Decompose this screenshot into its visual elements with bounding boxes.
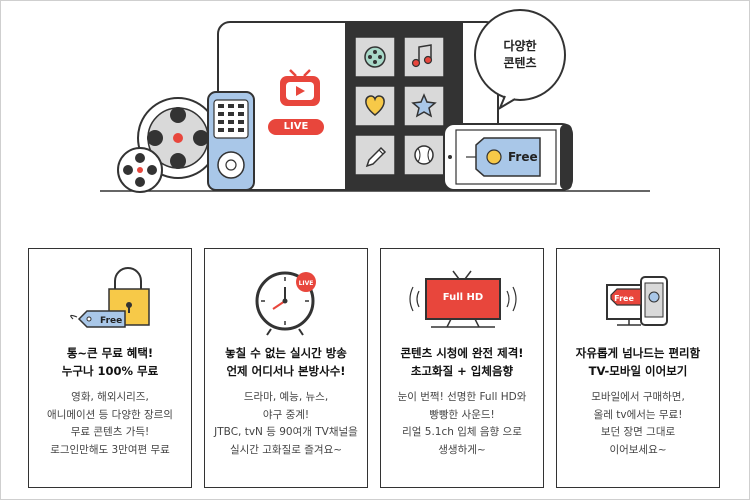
card-title-line: 누구나 100% 무료 [61,364,159,378]
feature-card-continue: Free 자유롭게 넘나드는 편리함 TV-모바일 이어보기 모바일에서 구매하… [556,248,720,488]
card-description: 눈이 번쩍! 선명한 Full HD와 빵빵한 사운드! 리얼 5.1ch 입체… [381,389,543,459]
card-desc-line: 애니메이션 등 다양한 장르의 [47,408,173,421]
card-title-line: 초고화질 + 입체음향 [410,364,514,378]
heart-icon [365,95,385,116]
card-title-line: 통~큰 무료 혜택! [66,346,154,360]
remote-control-icon [207,91,255,191]
tv-mobile-illustration: Free [606,276,668,326]
content-tiles [354,36,445,176]
card-desc-line: 올레 tv에서는 무료! [593,408,683,421]
bubble-line-1: 다양한 [503,39,537,53]
feature-card-free: Free 통~큰 무료 혜택! 누구나 100% 무료 영화, 해외시리즈, 애… [28,248,192,488]
card-desc-line: 드라마, 예능, 뉴스, [243,391,329,403]
tv-screen-icon [425,278,501,320]
card-title-line: 자유롭게 넘나드는 편리함 [575,346,701,360]
card-desc-line: 보던 장면 그대로 [600,426,676,438]
card4-free-text: Free [614,294,634,303]
card-title: 놓칠 수 없는 실시간 방송 언제 어디서나 본방사수! [205,344,367,380]
card-title: 통~큰 무료 혜택! 누구나 100% 무료 [29,344,191,380]
card-desc-line: 로그인만해도 3만여편 무료 [50,443,170,456]
card2-live-text: LIVE [299,280,314,287]
free-lock-illustration: Free [70,267,150,328]
card-desc-line: 야구 중계! [262,408,310,421]
bubble-text: 다양한 콘텐츠 [485,38,555,72]
card-desc-line: JTBC, tvN 등 90여개 TV채널을 [214,426,358,438]
card-description: 영화, 해외시리즈, 애니메이션 등 다양한 장르의 무료 콘텐츠 가득! 로그… [29,389,191,459]
live-tv-logo [268,69,324,135]
card-description: 모바일에서 구매하면, 올레 tv에서는 무료! 보던 장면 그대로 이어보세요… [557,389,719,459]
hero-svg [100,9,650,193]
tile-heart[interactable] [354,85,396,127]
bubble-line-2: 콘텐츠 [503,56,537,70]
card-desc-line: 이어보세요~ [609,443,667,456]
music-note-icon [411,44,433,68]
free-tag-icon [77,310,126,328]
card-desc-line: 빵빵한 사운드! [429,408,495,421]
tile-music[interactable] [403,36,445,78]
smartphone-icon [443,123,573,191]
feature-card-live: LIVE 놓칠 수 없는 실시간 방송 언제 어디서나 본방사수! 드라마, 예… [204,248,368,488]
clock-live-illustration: LIVE [255,271,316,336]
free-tag-label: Free [508,150,538,164]
card-desc-line: 생생하게~ [438,443,486,456]
film-reel-icon [364,46,386,68]
feature-card-fullhd: Full HD 콘텐츠 시청에 완전 제격! 초고화질 + 입체음향 눈이 번쩍… [380,248,544,488]
card-title: 자유롭게 넘나드는 편리함 TV-모바일 이어보기 [557,344,719,380]
card-title-line: 놓칠 수 없는 실시간 방송 [225,346,347,360]
star-icon [411,93,437,118]
free-tag-icon [610,288,642,306]
card-desc-line: 리얼 5.1ch 입체 음향 으로 [402,426,522,438]
hero-illustration: 다양한 콘텐츠 LIVE Free [0,0,750,230]
card-desc-line: 무료 콘텐츠 가득! [70,426,150,438]
card-title-line: 언제 어디서나 본방사수! [226,364,346,378]
card-title-line: 콘텐츠 시청에 완전 제격! [400,346,524,360]
film-reel-small-icon [117,147,163,193]
card-title-line: TV-모바일 이어보기 [588,364,688,378]
fullhd-tv-illustration [409,270,517,328]
card-desc-line: 모바일에서 구매하면, [591,391,685,403]
card-description: 드라마, 예능, 뉴스, 야구 중계! JTBC, tvN 등 90여개 TV채… [205,389,367,459]
baseball-icon [414,145,434,165]
speech-bubble [474,9,566,111]
card-desc-line: 영화, 해외시리즈, [71,391,149,403]
live-dot-icon [296,272,316,292]
card-desc-line: 실시간 고화질로 즐겨요~ [229,443,343,456]
card-title: 콘텐츠 시청에 완전 제격! 초고화질 + 입체음향 [381,344,543,380]
card1-free-text: Free [100,316,122,326]
live-badge-label: LIVE [283,121,309,132]
card-desc-line: 눈이 번쩍! 선명한 Full HD와 [397,391,527,403]
pencil-icon [365,146,387,168]
fullhd-label: Full HD [442,292,484,303]
